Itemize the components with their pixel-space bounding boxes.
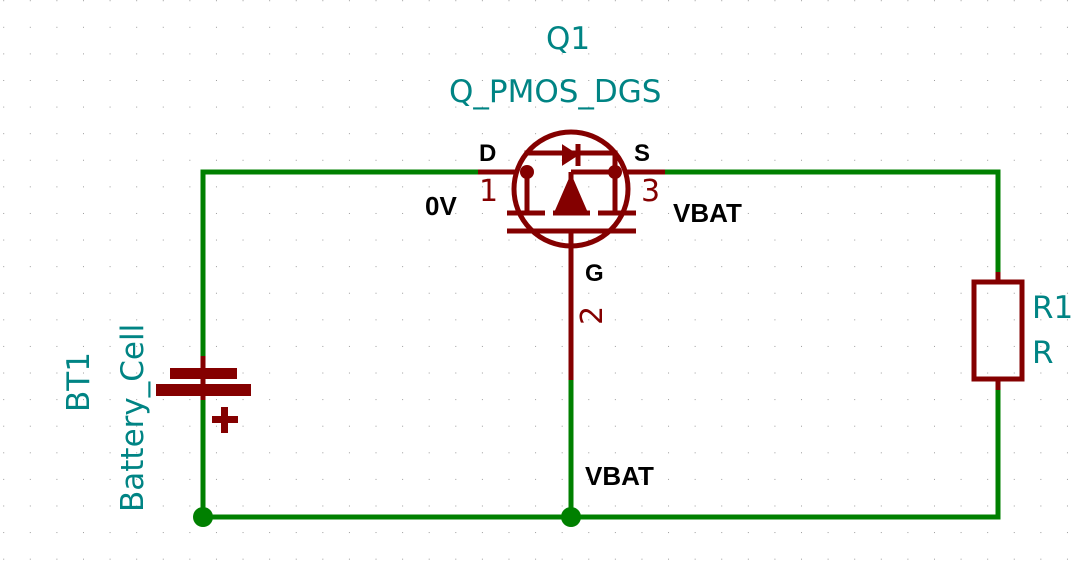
- q1-pin-d-name: D: [479, 140, 497, 167]
- wire-source-to-resistor[interactable]: [662, 169, 1001, 275]
- q1-pin-s-number: 3: [641, 174, 661, 209]
- wire-group: [200, 169, 1001, 520]
- q1-pin-s-name: S: [634, 140, 651, 167]
- q1-pin-d-number: 1: [479, 174, 499, 209]
- junction-battery-bottom[interactable]: [193, 507, 213, 527]
- net-label-0v[interactable]: 0V: [425, 191, 457, 221]
- junction-gate-bottom[interactable]: [561, 507, 581, 527]
- r1-value-label[interactable]: R: [1032, 335, 1054, 371]
- q1-body-diode-triangle: [562, 144, 579, 166]
- bt1-plate-long: [156, 384, 251, 396]
- component-r1-resistor[interactable]: [971, 272, 1025, 390]
- q1-pin-g-number: 2: [575, 305, 610, 325]
- wire-drain-to-battery[interactable]: [200, 169, 481, 383]
- bt1-plate-short: [170, 368, 237, 379]
- q1-value-label[interactable]: Q_PMOS_DGS: [449, 74, 662, 110]
- component-q1-pmos[interactable]: [478, 129, 665, 380]
- bt1-plus-marker: [212, 407, 238, 433]
- r1-reference-label[interactable]: R1: [1032, 290, 1074, 326]
- net-label-vbat-source[interactable]: VBAT: [673, 198, 742, 228]
- bt1-reference-label[interactable]: BT1: [61, 352, 97, 412]
- r1-body: [971, 279, 1025, 382]
- q1-source-node-dot: [608, 165, 622, 179]
- q1-pin-leads: [478, 169, 665, 380]
- q1-bulk-arrow: [553, 173, 589, 214]
- component-bt1-battery[interactable]: [156, 356, 251, 433]
- bt1-value-label[interactable]: Battery_Cell: [115, 323, 151, 512]
- q1-reference-label[interactable]: Q1: [546, 21, 591, 57]
- q1-pin-g-name: G: [585, 260, 604, 287]
- q1-drain-node-dot: [520, 165, 534, 179]
- net-label-vbat-bottom[interactable]: VBAT: [585, 461, 654, 491]
